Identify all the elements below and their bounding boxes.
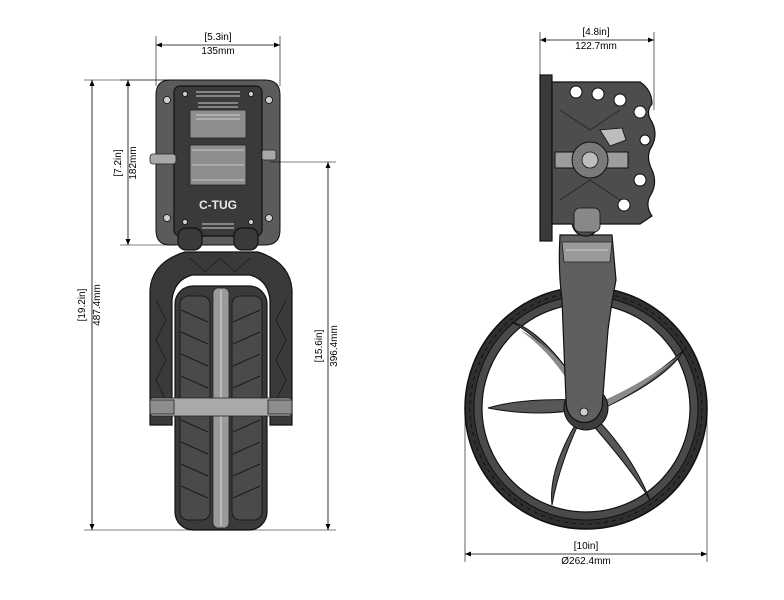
- dim-overall-height-in: [19.2in]: [77, 288, 88, 321]
- dim-wheel-diameter-mm: Ø262.4mm: [561, 556, 610, 567]
- side-pin-left: [149, 153, 177, 165]
- side-pin-right: [261, 149, 277, 161]
- plate-bolts: [163, 91, 273, 225]
- dim-bracket-width-in: [4.8in]: [582, 27, 609, 38]
- dim-front-width-mm: 135mm: [201, 46, 234, 57]
- dim-overall-height-mm: 487.4mm: [92, 284, 103, 326]
- dim-overall-height: [19.2in] 487.4mm: [77, 79, 336, 531]
- brand-label: C-TUG: [199, 198, 237, 212]
- dim-front-width: [5.3in] 135mm: [155, 32, 281, 86]
- dim-mount-to-base: [15.6in] 396.4mm: [270, 161, 340, 530]
- dim-wheel-diameter: [10in] Ø262.4mm: [464, 408, 708, 567]
- dim-front-width-in: [5.3in]: [204, 32, 231, 43]
- dim-bracket-width: [4.8in] 122.7mm: [539, 27, 655, 110]
- side-view: [4.8in] 122.7mm [10in] Ø262.4mm: [464, 27, 708, 567]
- bracket-notches: [569, 85, 651, 212]
- warning-print: [196, 91, 240, 229]
- front-view: C-TUG [5.3in] 135mm [7.2in] 182mm: [77, 32, 340, 531]
- fork-lattice: [155, 257, 287, 401]
- dim-wheel-diameter-in: [10in]: [574, 541, 599, 552]
- dim-plate-height-in: [7.2in]: [113, 149, 124, 176]
- side-stem: [558, 234, 617, 424]
- side-mount-plate: [539, 74, 553, 242]
- dim-mount-to-base-in: [15.6in]: [314, 329, 325, 362]
- dim-plate-height-mm: 182mm: [128, 146, 139, 179]
- dim-bracket-width-mm: 122.7mm: [575, 41, 617, 52]
- dim-mount-to-base-mm: 396.4mm: [329, 325, 340, 367]
